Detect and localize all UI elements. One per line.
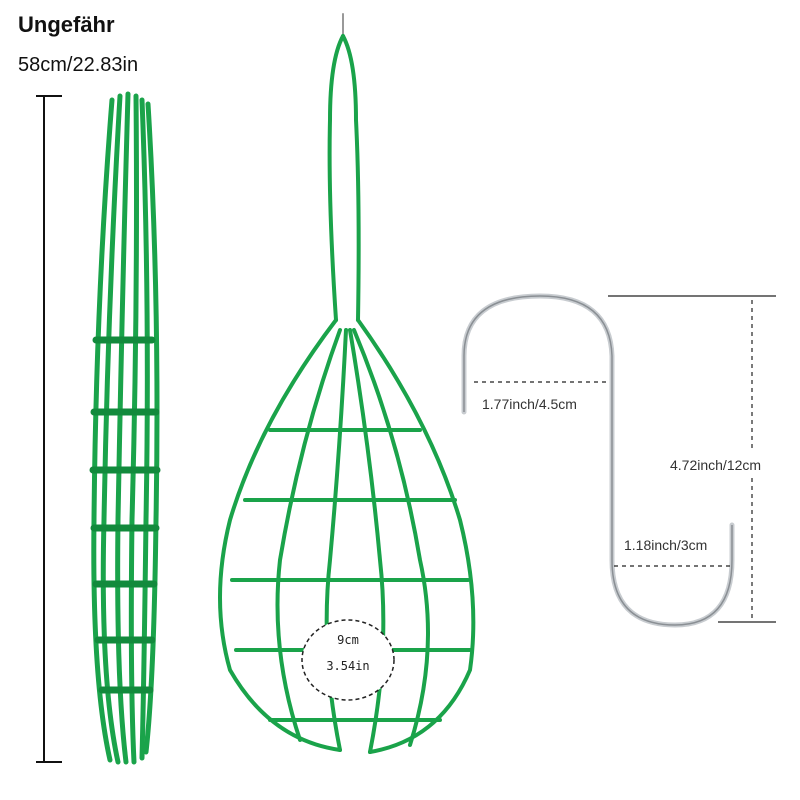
net-length-label: 58cm/22.83in	[18, 54, 139, 76]
hook-top-opening-label: 1.77inch/4.5cm	[482, 396, 577, 412]
length-dimension-line	[36, 95, 62, 763]
folded-hay-net	[89, 91, 161, 765]
hanging-hay-net	[218, 13, 476, 754]
mesh-size-cm: 9cm	[337, 633, 359, 647]
hook-height-label: 4.72inch/12cm	[670, 457, 762, 473]
mesh-size-ellipse	[301, 619, 395, 701]
hook-dimension-lines	[474, 295, 776, 623]
mesh-size-in: 3.54in	[326, 659, 370, 673]
hook-bottom-opening-label: 1.18inch/3cm	[624, 537, 708, 553]
approx-label: Ungefähr	[18, 12, 115, 37]
